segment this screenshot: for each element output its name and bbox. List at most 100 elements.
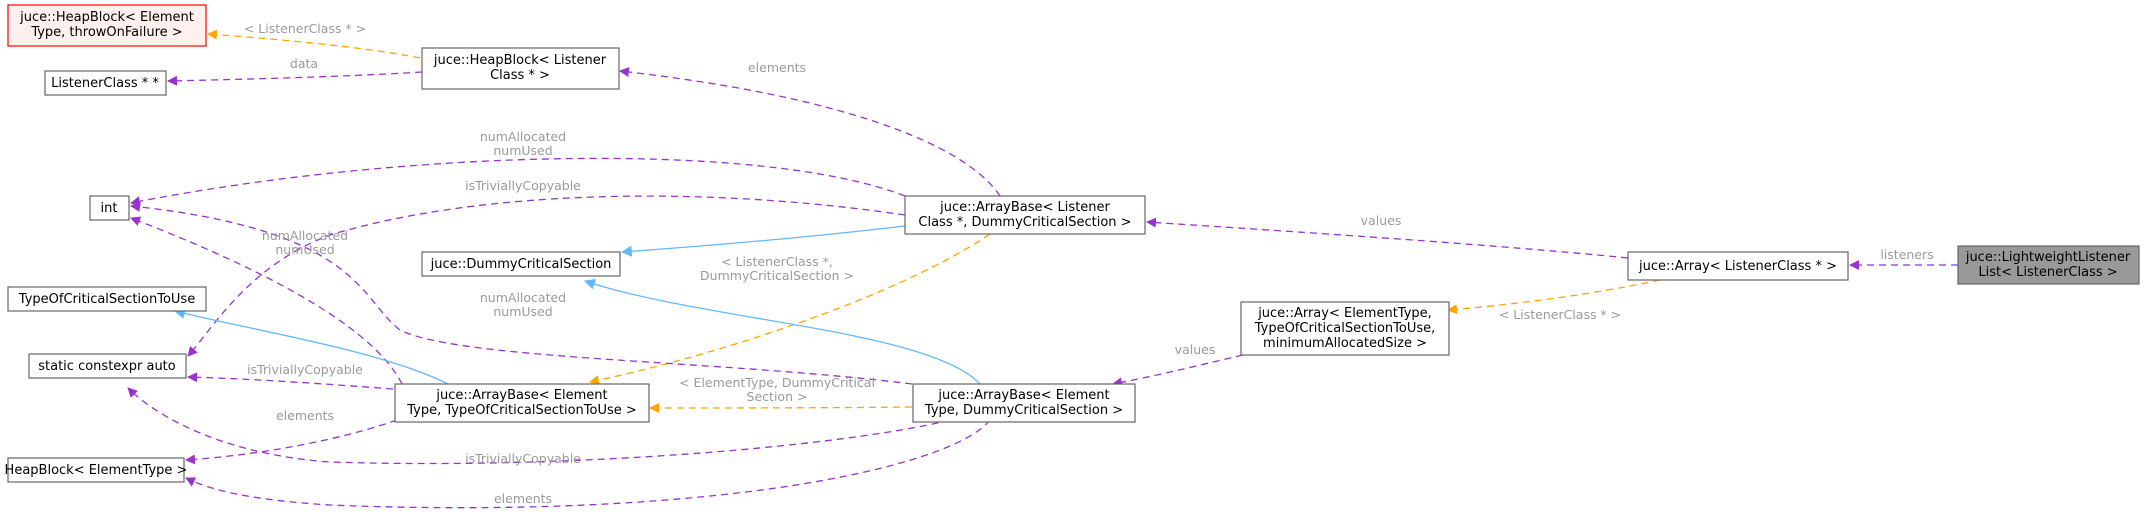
label-istriviallycopyable-bottom-line: isTriviallyCopyable — [465, 451, 581, 466]
label-elements-top-line: elements — [748, 60, 806, 75]
node-typeofcriticalsectiontouse-label-line: TypeOfCriticalSectionToUse — [18, 292, 195, 307]
edge-values-right — [1146, 217, 1629, 259]
label-template-elementtype-dummy-line: Section > — [747, 389, 808, 404]
label-template-listener-right: < ListenerClass * > — [1499, 307, 1621, 322]
node-dummycriticalsection-label: juce::DummyCriticalSection — [430, 257, 612, 272]
node-arraybase-element-typeof-label-line: juce::ArrayBase< Element — [435, 388, 607, 403]
node-array-elementtype[interactable]: juce::Array< ElementType,TypeOfCriticalS… — [1240, 301, 1450, 356]
node-arraybase-listener-label-line: juce::ArrayBase< Listener — [939, 200, 1110, 215]
node-arraybase-listener-label-line: Class *, DummyCriticalSection > — [918, 215, 1131, 230]
node-arraybase-element-typeof-label-line: Type, TypeOfCriticalSectionToUse > — [406, 403, 637, 418]
edge-data — [167, 71, 423, 86]
label-data: data — [290, 56, 318, 71]
label-elements-top: elements — [748, 60, 806, 75]
edge-numallocated-left — [130, 216, 403, 385]
node-arraybase-element-dummy-label-line: juce::ArrayBase< Element — [937, 388, 1109, 403]
node-array-elementtype-label-line: TypeOfCriticalSectionToUse, — [1254, 321, 1436, 336]
label-istriviallycopyable-top: isTriviallyCopyable — [465, 178, 581, 193]
edge-numallocated-mid — [130, 201, 913, 385]
edge-labels: < ListenerClass * > data elements numAll… — [244, 21, 1934, 506]
node-array-listenerclass-label-line: juce::Array< ListenerClass * > — [1638, 259, 1837, 274]
label-istriviallycopyable-bottom: isTriviallyCopyable — [465, 451, 581, 466]
node-array-listenerclass[interactable]: juce::Array< ListenerClass * > — [1627, 251, 1849, 281]
label-numallocated-top-line: numAllocated — [480, 129, 566, 144]
label-template-listener-dummy-line: < ListenerClass *, — [721, 254, 833, 269]
label-template-listener-dummy-line: DummyCriticalSection > — [700, 268, 854, 283]
node-static-constexpr-auto-label-line: static constexpr auto — [38, 359, 176, 374]
node-arraybase-element-dummy-label-line: Type, DummyCriticalSection > — [924, 403, 1123, 418]
node-heapblock-elementtype[interactable]: HeapBlock< ElementType > — [5, 457, 188, 483]
label-values-mid-line: values — [1175, 342, 1216, 357]
node-array-listenerclass-label: juce::Array< ListenerClass * > — [1638, 259, 1837, 274]
edge-inherit-typeof — [173, 308, 449, 385]
node-heapblock-element-label-line: Type, throwOnFailure > — [30, 25, 182, 40]
edge-inherit-dummy-top — [620, 225, 906, 257]
label-data-line: data — [290, 56, 318, 71]
node-lightweightlistenerlist-label-line: juce::LightweightListener — [1965, 250, 2131, 265]
node-listenerclass-ptrptr-label-line: ListenerClass * * — [51, 76, 159, 91]
edge-inherit-dummy-bottom — [583, 278, 981, 385]
edge-values-mid — [1112, 354, 1244, 388]
label-template-heapblock-line: < ListenerClass * > — [244, 21, 366, 36]
node-listenerclass-ptrptr[interactable]: ListenerClass * * — [44, 70, 167, 96]
node-heapblock-elementtype-label: HeapBlock< ElementType > — [5, 463, 188, 478]
node-typeofcriticalsectiontouse[interactable]: TypeOfCriticalSectionToUse — [7, 286, 207, 312]
edge-istriviallycopyable-left — [187, 372, 394, 390]
node-array-elementtype-label-line: minimumAllocatedSize > — [1263, 336, 1427, 351]
node-int[interactable]: int — [89, 195, 130, 221]
label-values-right: values — [1361, 213, 1402, 228]
label-template-listener-right-line: < ListenerClass * > — [1499, 307, 1621, 322]
node-listenerclass-ptrptr-label: ListenerClass * * — [51, 76, 159, 91]
edge-numallocated-top — [130, 157, 906, 207]
node-heapblock-elementtype-label-line: HeapBlock< ElementType > — [5, 463, 188, 478]
node-lightweightlistenerlist-label-line: List< ListenerClass > — [1978, 265, 2117, 280]
node-heapblock-listener-label-line: Class * > — [490, 68, 550, 83]
label-numallocated-left-line: numUsed — [275, 242, 334, 257]
edge-template-listener-right — [1447, 279, 1661, 315]
edges — [127, 29, 1958, 509]
edge-elements-left — [185, 419, 398, 465]
label-template-listener-dummy: < ListenerClass *,DummyCriticalSection > — [700, 254, 854, 283]
label-numallocated-left-line: numAllocated — [262, 228, 348, 243]
node-heapblock-listener-label-line: juce::HeapBlock< Listener — [433, 53, 607, 68]
node-int-label-line: int — [101, 201, 118, 216]
node-dummycriticalsection-label-line: juce::DummyCriticalSection — [430, 257, 612, 272]
edge-template-elementtype-dummy — [649, 402, 913, 413]
node-typeofcriticalsectiontouse-label: TypeOfCriticalSectionToUse — [18, 292, 195, 307]
label-elements-left: elements — [276, 408, 334, 423]
edge-template-listener-dummy — [589, 233, 991, 386]
label-numallocated-mid-line: numUsed — [493, 304, 552, 319]
label-template-elementtype-dummy-line: < ElementType, DummyCritical — [679, 375, 875, 390]
label-istriviallycopyable-left-line: isTriviallyCopyable — [247, 362, 363, 377]
node-heapblock-element-label-line: juce::HeapBlock< Element — [19, 10, 194, 25]
node-static-constexpr-auto[interactable]: static constexpr auto — [28, 353, 187, 379]
node-array-elementtype-label: juce::Array< ElementType,TypeOfCriticalS… — [1254, 306, 1436, 351]
label-listeners: listeners — [1880, 247, 1933, 262]
label-elements-bottom-line: elements — [494, 491, 552, 506]
label-values-right-line: values — [1361, 213, 1402, 228]
node-int-label: int — [101, 201, 118, 216]
label-listeners-line: listeners — [1880, 247, 1933, 262]
label-values-mid: values — [1175, 342, 1216, 357]
label-numallocated-mid-line: numAllocated — [480, 290, 566, 305]
node-dummycriticalsection[interactable]: juce::DummyCriticalSection — [421, 251, 621, 277]
label-elements-bottom: elements — [494, 491, 552, 506]
edge-template-heapblock — [207, 29, 421, 59]
edge-elements-bottom — [185, 419, 991, 509]
